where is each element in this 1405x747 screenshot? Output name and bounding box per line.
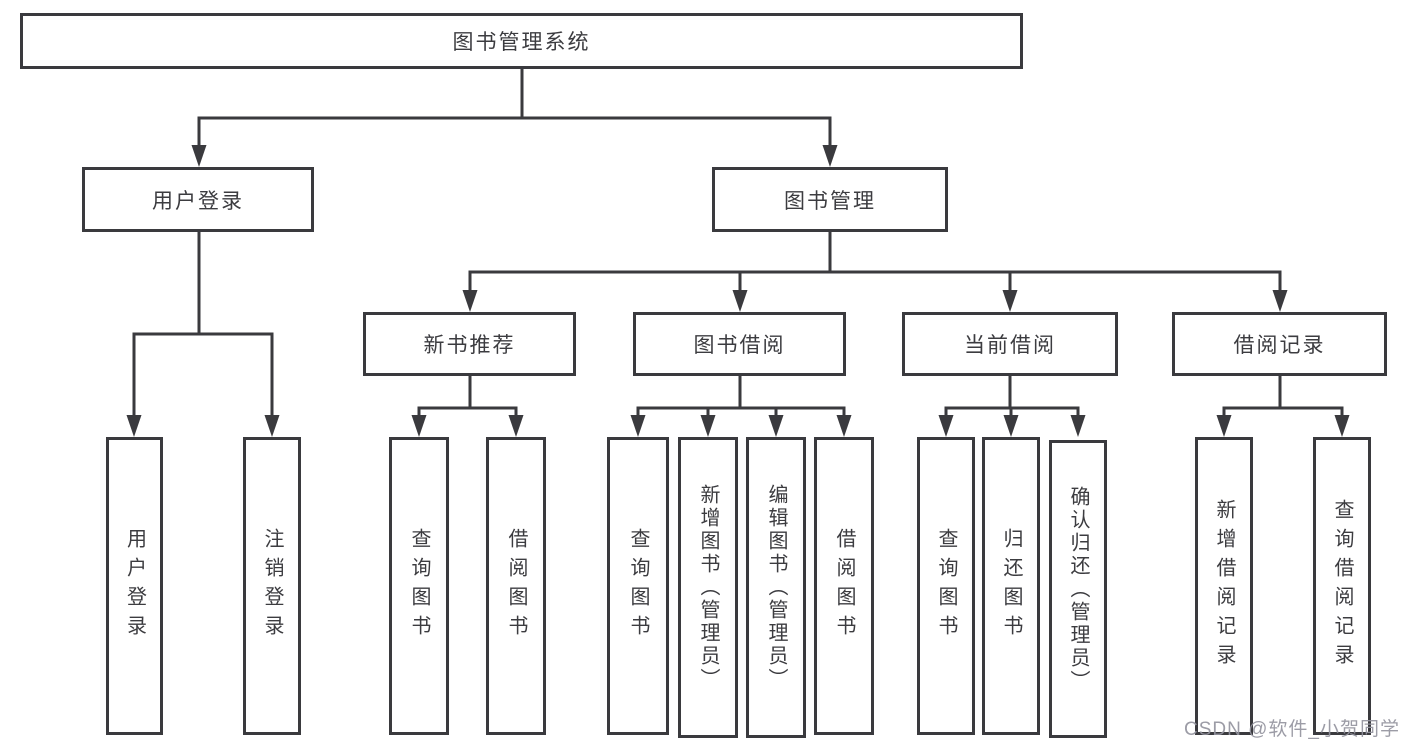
leaf-br-query-record: 查询借阅记录: [1313, 437, 1371, 735]
node-book-management: 图书管理: [712, 167, 948, 232]
leaf-bb-edit-books-admin: 编辑图书（管理员）: [746, 437, 806, 738]
node-label: 借阅记录: [1233, 334, 1326, 357]
leaf-cb-return-books: 归还图书: [982, 437, 1040, 735]
leaf-label: 查询图书: [935, 528, 957, 644]
connector-path: [132, 67, 1344, 418]
leaf-cb-confirm-return-admin: 确认归还（管理员）: [1049, 440, 1107, 738]
node-label: 图书管理: [784, 189, 876, 213]
leaf-label: 用户登录: [123, 528, 146, 644]
leaf-logout: 注销登录: [243, 437, 301, 735]
leaf-label: 查询图书: [627, 528, 649, 644]
node-library-management-system: 图书管理系统: [20, 13, 1023, 69]
leaf-label: 新增图书（管理员）: [697, 484, 719, 691]
node-label: 图书借阅: [693, 334, 786, 357]
leaf-label: 确认归还（管理员）: [1067, 485, 1089, 693]
leaf-br-add-record: 新增借阅记录: [1195, 437, 1253, 735]
node-label: 当前借阅: [964, 334, 1056, 357]
node-book-borrowing: 图书借阅: [633, 312, 846, 376]
node-new-book-recommendation: 新书推荐: [363, 312, 576, 376]
leaf-label: 查询借阅记录: [1331, 499, 1353, 673]
leaf-cb-query-books: 查询图书: [917, 437, 975, 735]
leaf-user-login: 用户登录: [106, 437, 163, 735]
node-label: 用户登录: [152, 189, 244, 213]
node-label: 图书管理系统: [452, 31, 591, 54]
node-label: 新书推荐: [423, 334, 516, 357]
node-current-borrowing: 当前借阅: [902, 312, 1118, 376]
csdn-watermark: CSDN @软件_小贺同学: [1184, 719, 1400, 740]
node-user-login: 用户登录: [82, 167, 314, 232]
node-borrowing-records: 借阅记录: [1172, 312, 1387, 376]
leaf-bb-query-books: 查询图书: [607, 437, 669, 735]
leaf-bb-borrow-books: 借阅图书: [814, 437, 874, 735]
leaf-bb-add-books-admin: 新增图书（管理员）: [678, 437, 738, 738]
leaf-label: 新增借阅记录: [1213, 499, 1235, 673]
leaf-nb-borrow-books: 借阅图书: [486, 437, 546, 735]
leaf-label: 归还图书: [1000, 528, 1022, 644]
leaf-label: 注销登录: [261, 528, 283, 644]
leaf-label: 借阅图书: [505, 528, 527, 644]
leaf-nb-query-books: 查询图书: [389, 437, 449, 735]
leaf-label: 借阅图书: [833, 528, 855, 644]
leaf-label: 编辑图书（管理员）: [765, 484, 787, 691]
leaf-label: 查询图书: [408, 528, 430, 644]
